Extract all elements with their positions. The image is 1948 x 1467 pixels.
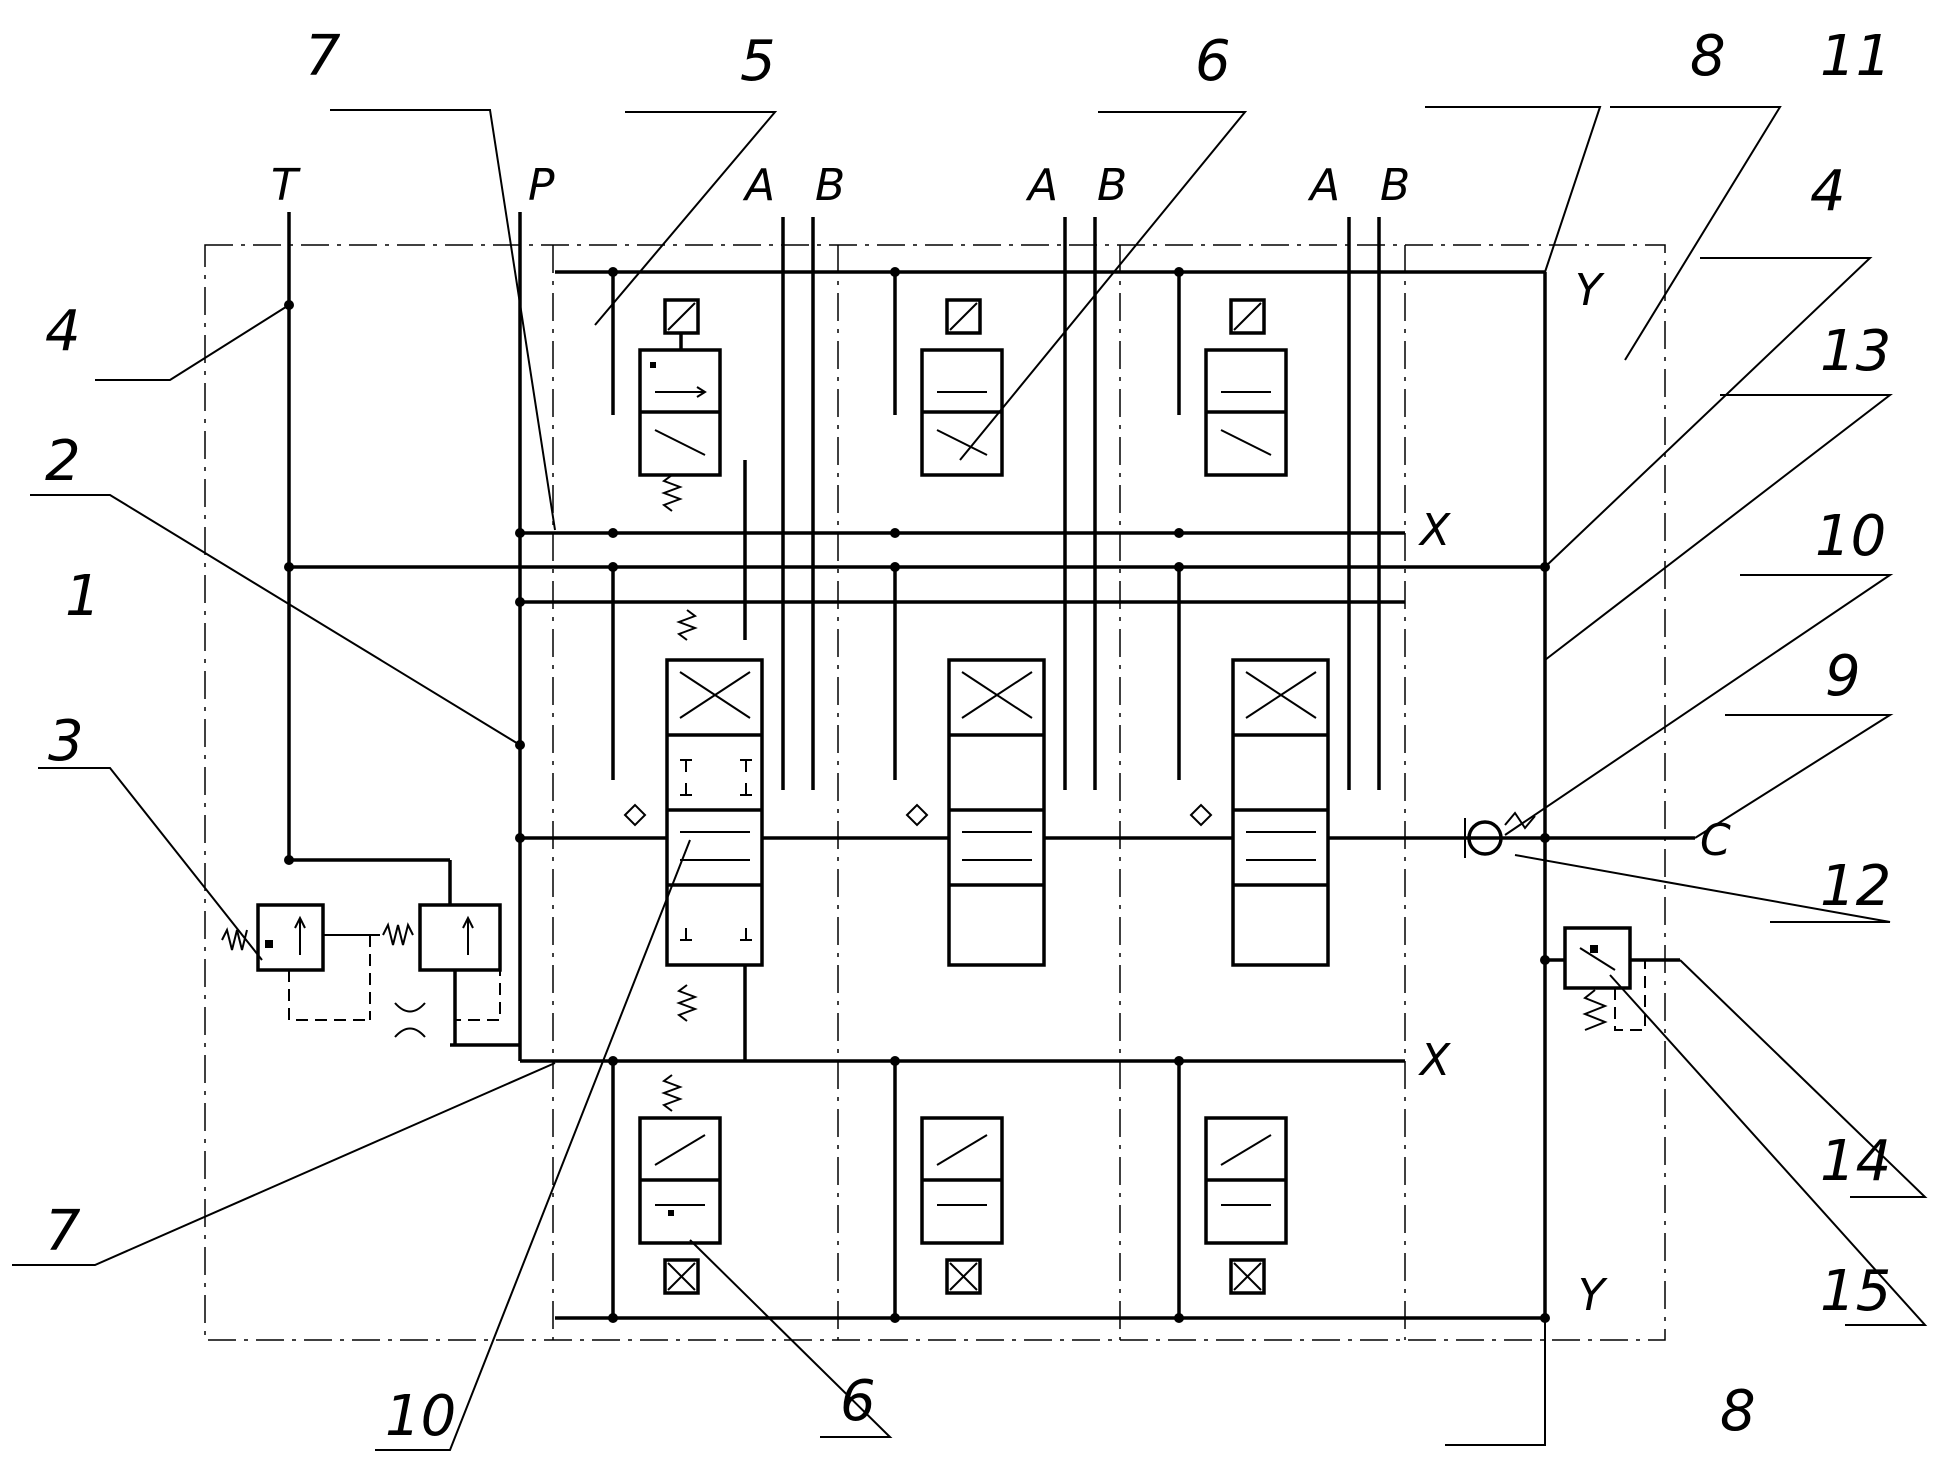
port-t-label: T: [271, 160, 301, 211]
callout-10-right: 10: [1815, 504, 1886, 569]
callout-4-right: 4: [1810, 159, 1846, 224]
callout-numbers: 1 2 3 4 4 5 6 6 7 7 8 8 9 10 10 11 12 13…: [45, 24, 1891, 1449]
port-labels: T P A B A B A B X X Y Y C: [271, 160, 1731, 1321]
section-2: [893, 217, 1097, 1318]
port-c-label: C: [1700, 815, 1731, 866]
section-boundaries: [204, 244, 1666, 1341]
callout-12: 12: [1820, 854, 1891, 919]
section-3: [1177, 217, 1381, 1318]
port-b1-label: B: [815, 160, 845, 211]
port-x-bottom-label: X: [1418, 1035, 1451, 1086]
callout-3: 3: [48, 709, 84, 774]
callout-11: 11: [1820, 24, 1891, 89]
callout-9: 9: [1825, 644, 1861, 709]
port-b2-label: B: [1097, 160, 1127, 211]
callout-7-bottom: 7: [45, 1199, 81, 1264]
junctions: [284, 267, 1550, 1323]
callout-8-top: 8: [1690, 24, 1726, 89]
port-x-top-label: X: [1418, 505, 1451, 556]
check-valve-module: [1464, 811, 1536, 858]
callout-13: 13: [1820, 319, 1891, 384]
directional-valve: [665, 609, 764, 1022]
callout-14: 14: [1820, 1129, 1891, 1194]
solenoid-pilot-valve-bottom: [638, 1074, 722, 1295]
port-b3-label: B: [1380, 160, 1410, 211]
port-y-bottom-label: Y: [1578, 1270, 1608, 1321]
port-a2-label: A: [1025, 160, 1058, 211]
callout-10-bottom: 10: [385, 1384, 456, 1449]
callout-7-top: 7: [305, 24, 341, 89]
port-a3-label: A: [1307, 160, 1340, 211]
callout-2: 2: [45, 429, 81, 494]
callout-5: 5: [740, 29, 776, 94]
solenoid-pilot-valve-top: [638, 298, 722, 512]
pressure-relief-module: [221, 858, 502, 1045]
callout-1: 1: [65, 564, 101, 629]
port-a1-label: A: [742, 160, 775, 211]
port-p-label: P: [528, 160, 555, 211]
section-1: [611, 217, 815, 1318]
callout-6-top: 6: [1195, 29, 1231, 94]
leader-lines: [12, 106, 1928, 1451]
callout-4-left: 4: [45, 299, 81, 364]
shuttle-check: [623, 803, 647, 827]
relief-valve-module: [1545, 926, 1680, 1031]
callout-8-bottom: 8: [1720, 1379, 1756, 1444]
port-y-top-label: Y: [1575, 265, 1605, 316]
callout-6-bottom: 6: [840, 1369, 876, 1434]
callout-15: 15: [1820, 1259, 1891, 1324]
